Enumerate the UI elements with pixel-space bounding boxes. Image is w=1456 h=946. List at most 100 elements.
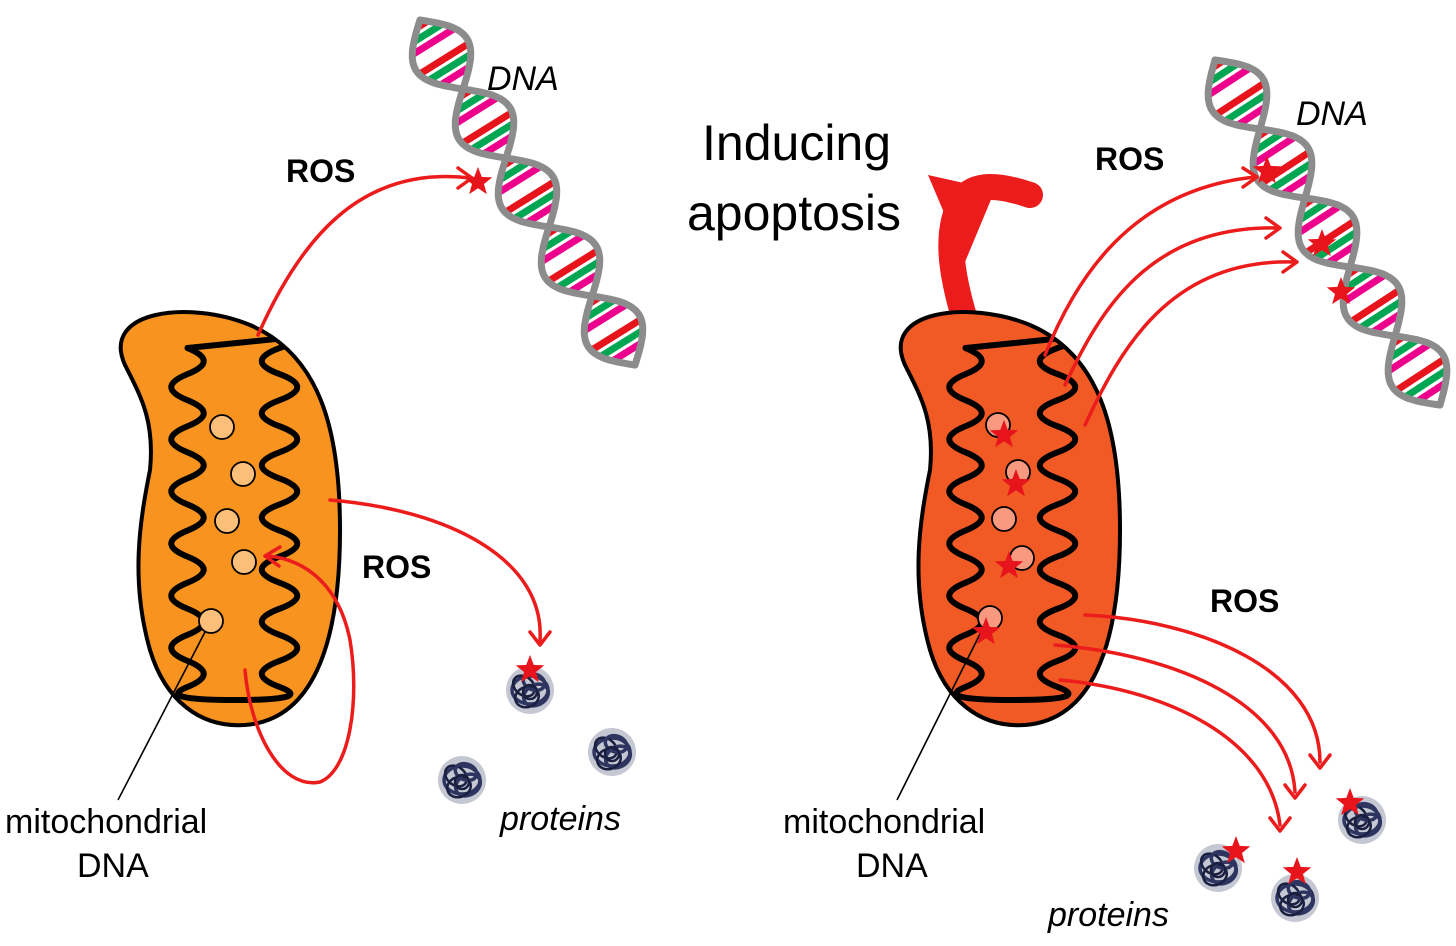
proteins-label-right: proteins <box>1047 896 1169 934</box>
dna-base-pair <box>512 189 559 222</box>
star-mtdna-right-4 <box>971 617 1001 645</box>
dna-base-pair <box>417 40 472 78</box>
ros-arrows-right-dna <box>1043 166 1299 427</box>
protein-coil <box>453 761 479 783</box>
dna-base-pair <box>598 327 645 360</box>
dna-base-pair <box>546 247 601 285</box>
mtdna-label-right-line1: mitochondrial <box>783 803 985 841</box>
ros-label-left-mid: ROS <box>362 549 431 585</box>
ros-label-right-top: ROS <box>1095 141 1164 177</box>
dna-base-pair <box>1296 203 1342 237</box>
dna-base-pair <box>460 109 515 147</box>
protein-left-3 <box>438 756 486 804</box>
dna-backbone-a <box>1204 56 1444 409</box>
dna-backbone-a <box>408 16 639 369</box>
protein-coil <box>1209 849 1235 871</box>
star-protein-right-1 <box>1335 788 1365 816</box>
dna-base-pair <box>453 94 500 127</box>
dna-base-pair <box>438 64 471 88</box>
protein-coil <box>603 733 629 755</box>
dna-base-pair <box>1235 104 1268 129</box>
dna-base-pair <box>481 133 514 157</box>
mitochondrion-right <box>898 310 1123 728</box>
dna-base-pair <box>412 21 445 45</box>
ros-arrows-left <box>243 166 552 785</box>
dna-base-pair <box>1223 90 1269 124</box>
dna-base-pair <box>410 25 457 58</box>
dna-base-pair <box>1207 60 1240 85</box>
dna-base-pair <box>455 90 488 114</box>
dna-base-pair <box>1403 366 1449 400</box>
dna-base-pair <box>555 258 602 291</box>
dna-base-pair <box>1251 134 1297 168</box>
apoptosis-label-line2: apoptosis <box>687 185 901 241</box>
star-mtdna-right-2 <box>1001 469 1031 497</box>
dna-base-pair <box>1386 341 1432 375</box>
mtdna-label-left-line1: mitochondrial <box>5 803 207 841</box>
dna-base-pair <box>539 232 586 265</box>
dna-base-pair <box>1348 286 1402 325</box>
ros-arrows-right-proteins <box>1053 613 1332 833</box>
dna-helix-right <box>1204 56 1451 409</box>
dna-base-pair <box>610 340 643 364</box>
dna-base-pair <box>1341 272 1387 306</box>
dna-base-pair <box>1387 336 1420 361</box>
mtdna-pointer-left <box>117 631 206 801</box>
dna-base-pair <box>497 169 552 207</box>
inner-membrane-left <box>168 332 318 703</box>
dna-label-right: DNA <box>1296 95 1368 133</box>
dna-base-pair <box>496 163 543 196</box>
dna-base-pair <box>1252 129 1285 154</box>
dna-base-pair <box>1280 173 1313 198</box>
star-dna-left <box>463 167 493 195</box>
mitochondrion-left <box>118 310 343 728</box>
star-dna-right-3 <box>1326 277 1356 305</box>
dna-helix-left <box>408 16 647 369</box>
dna-base-pair <box>540 238 595 276</box>
left-panel: ROS ROS DNA mitochondrial DNA proteins <box>5 16 647 885</box>
dna-base-pair <box>1206 65 1252 99</box>
dna-base-pair <box>1325 242 1358 267</box>
star-mtdna-right-1 <box>989 420 1019 448</box>
dna-base-pair <box>1313 228 1359 262</box>
dna-base-pair <box>411 31 466 69</box>
dna-base-pair <box>469 120 516 153</box>
dna-base-pair <box>524 202 557 226</box>
damage-stars-right <box>971 156 1365 885</box>
protein-coil <box>1353 813 1371 831</box>
dna-base-pair <box>582 301 629 334</box>
dna-base-pair <box>503 178 558 216</box>
protein-coil <box>1286 879 1312 901</box>
dna-base-pair <box>567 271 600 295</box>
dna-base-pair <box>1298 209 1352 248</box>
dna-base-pair <box>1297 198 1330 223</box>
ros-label-right-bottom: ROS <box>1210 583 1279 619</box>
dna-base-pair <box>1388 347 1442 386</box>
protein-left-1 <box>506 666 554 714</box>
dna-base-pair <box>589 316 644 354</box>
dna-base-pair <box>498 159 531 183</box>
mtdna-label-left-line2: DNA <box>77 847 149 885</box>
protein-coil <box>603 745 621 763</box>
damage-stars-left <box>463 167 545 683</box>
star-protein-right-2 <box>1221 836 1251 864</box>
apoptosis-arrow <box>928 174 1043 333</box>
star-protein-right-3 <box>1282 857 1312 885</box>
star-dna-right-1 <box>1252 156 1282 184</box>
mtdna-label-right-line2: DNA <box>856 847 928 885</box>
dna-base-pair <box>1342 267 1375 292</box>
proteins-label-left: proteins <box>499 800 621 838</box>
dna-base-pair <box>1358 297 1404 331</box>
dna-base-pair <box>1208 71 1262 110</box>
mtdna-circles-left <box>198 414 257 634</box>
protein-left-2 <box>588 728 636 776</box>
dna-base-pair <box>583 307 638 345</box>
dna-base-pair <box>584 297 617 321</box>
apoptosis-label-line1: Inducing <box>702 115 891 171</box>
protein-coil <box>453 773 471 791</box>
dna-backbone-b <box>416 16 647 369</box>
dna-base-pair <box>541 228 574 252</box>
dna-base-pair <box>1268 159 1314 193</box>
